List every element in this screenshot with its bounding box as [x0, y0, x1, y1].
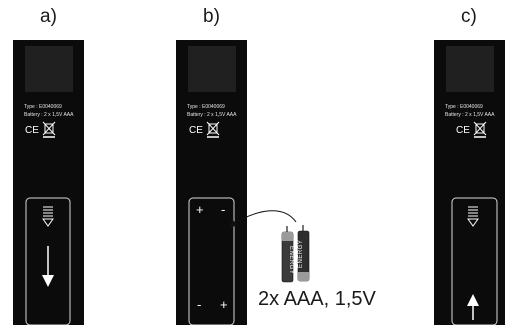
device-a-battery-text: Battery : 2 x 1,5V AAA — [24, 112, 74, 118]
device-c-battery-cover[interactable] — [451, 197, 498, 325]
panel-b-label: b) — [203, 6, 220, 27]
device-a-screen — [25, 46, 73, 92]
battery-caption: 2x AAA, 1,5V — [258, 288, 376, 310]
device-b: Type : E0040069 Battery : 2 x 1,5V AAA C… — [176, 40, 247, 325]
panel-a-label: a) — [40, 6, 57, 27]
panel-c-label: c) — [461, 6, 477, 27]
battery-left: ENERGY — [281, 226, 294, 283]
device-c-grip-icon — [467, 206, 479, 227]
compartment-sign-top-right: - — [221, 202, 225, 217]
device-b-battery-text: Battery : 2 x 1,5V AAA — [187, 112, 237, 118]
device-c-weee-icon — [473, 121, 487, 138]
battery-right-brand: ENERGY — [298, 240, 304, 268]
device-c-type-text: Type : E0040069 — [445, 104, 483, 110]
device-b-screen — [188, 46, 236, 92]
device-a-grip-icon — [42, 206, 54, 227]
battery-right: ENERGY — [297, 225, 310, 282]
device-c-screen — [446, 46, 494, 92]
device-b-weee-icon — [206, 121, 220, 138]
device-c-battery-text: Battery : 2 x 1,5V AAA — [445, 112, 495, 118]
aaa-batteries-icon: ENERGY ENERGY — [281, 225, 310, 283]
compartment-sign-bottom-right: + — [220, 297, 228, 312]
device-a-type-text: Type : E0040069 — [24, 104, 62, 110]
device-b-ce-mark: CE — [189, 125, 203, 136]
device-a-battery-cover[interactable] — [25, 197, 71, 325]
device-c-ce-mark: CE — [456, 125, 470, 136]
device-a-weee-icon — [42, 121, 56, 138]
battery-left-brand: ENERGY — [288, 246, 294, 274]
insert-batteries-arrow-icon — [228, 210, 297, 228]
compartment-sign-bottom-left: - — [197, 297, 201, 312]
device-b-battery-compartment[interactable] — [188, 197, 235, 325]
device-a-ce-mark: CE — [25, 125, 39, 136]
compartment-sign-top-left: + — [196, 202, 204, 217]
device-a: Type : E0040069 Battery : 2 x 1,5V AAA C… — [13, 40, 84, 325]
device-b-type-text: Type : E0040069 — [187, 104, 225, 110]
device-c: Type : E0040069 Battery : 2 x 1,5V AAA C… — [434, 40, 505, 325]
